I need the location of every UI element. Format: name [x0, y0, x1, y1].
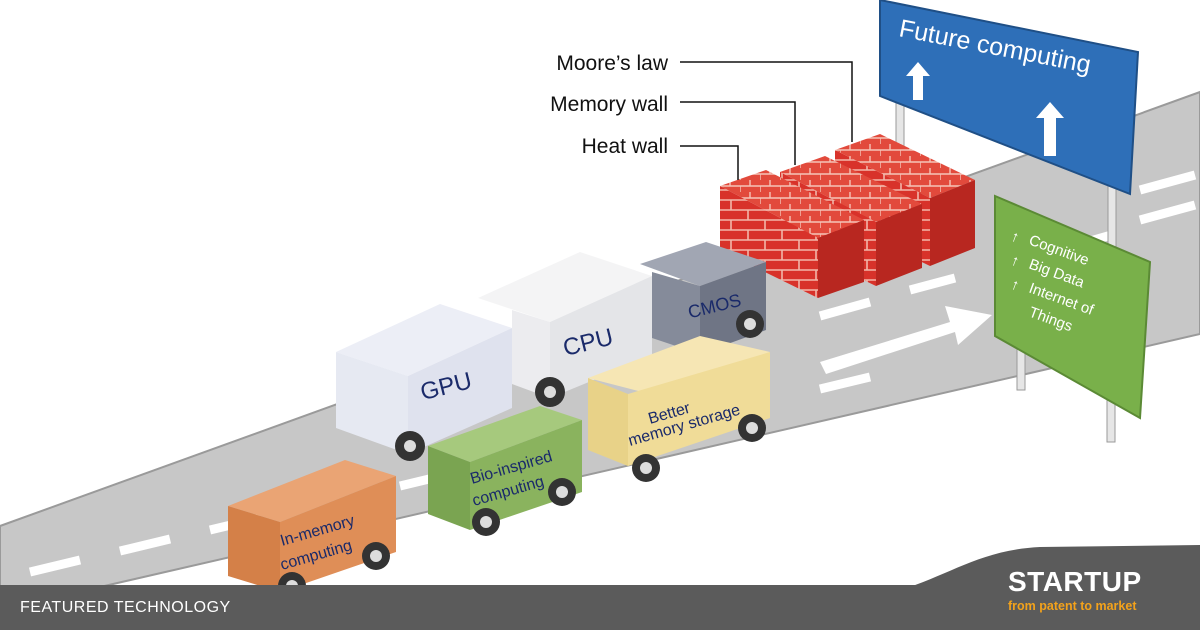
road-arrow-icon [820, 306, 992, 374]
truck-bio-inspired-computing: Bio-inspired computing [428, 406, 582, 536]
wheel-icon [472, 508, 500, 536]
footer-wave [900, 545, 1200, 590]
wheel-icon [736, 310, 764, 338]
truck-gpu: GPU [336, 304, 512, 461]
brand-logo[interactable]: STARTUP from patent to market [1008, 566, 1188, 626]
heat-wall [720, 170, 864, 298]
wall-label-memory-wall: Memory wall [550, 93, 668, 116]
wall-label-heat-wall: Heat wall [582, 135, 668, 158]
footer-bar: FEATURED TECHNOLOGY [0, 585, 1200, 630]
truck-cmos: CMOS [640, 242, 766, 354]
up-arrow-icon [906, 62, 930, 100]
wall-label-moores-law: Moore’s law [556, 52, 668, 75]
wall-labels: Moore’s law Memory wall Heat wall [550, 52, 853, 180]
brand-name: STARTUP [1008, 566, 1142, 597]
wheel-icon [535, 377, 565, 407]
wheel-icon [395, 431, 425, 461]
wheel-icon [548, 478, 576, 506]
leader-line-heat-wall [680, 145, 739, 180]
brand-tagline: from patent to market [1008, 599, 1137, 613]
wheel-icon [632, 454, 660, 482]
footer-label: FEATURED TECHNOLOGY [20, 599, 231, 616]
truck-better-memory-storage: Better memory storage [588, 336, 770, 482]
wheel-icon [738, 414, 766, 442]
truck-cpu: CPU [478, 252, 652, 407]
brick-walls [720, 134, 975, 298]
up-arrow-icon [1036, 102, 1064, 156]
wheel-icon [362, 542, 390, 570]
leader-line-memory-wall [680, 101, 796, 165]
leader-line-moores-law [680, 61, 853, 142]
